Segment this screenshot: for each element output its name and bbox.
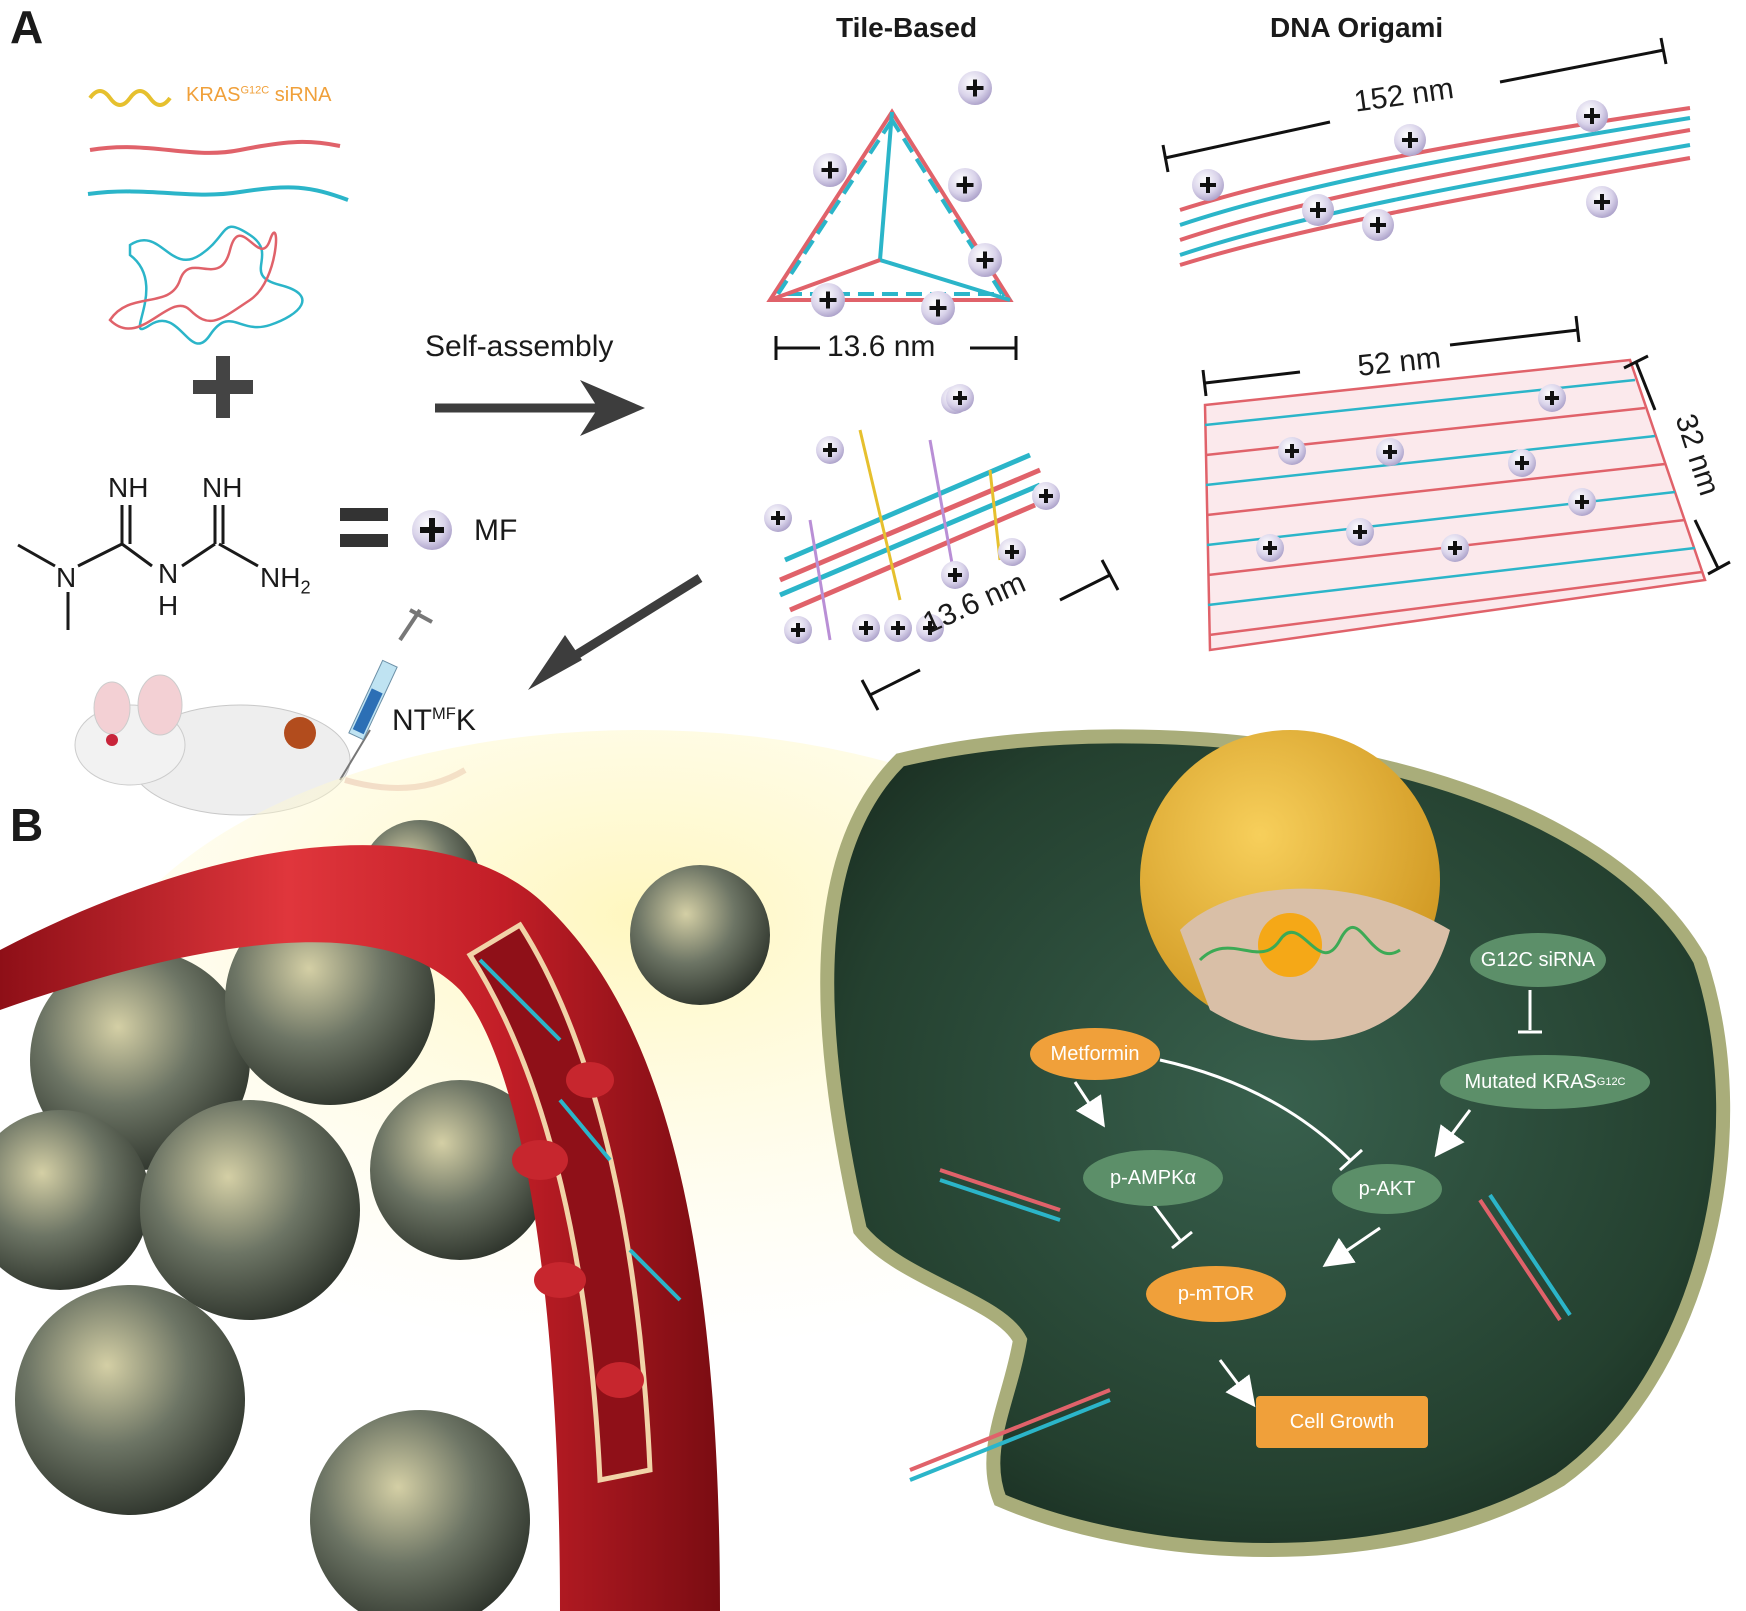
chem-nh-left: NH	[108, 472, 149, 503]
charge-beads	[764, 71, 1618, 644]
panel-label-a: A	[10, 1, 44, 53]
charge-bead	[813, 153, 847, 187]
dna-strand-cyan	[87, 185, 349, 202]
node-p-akt: p-AKT	[1332, 1164, 1442, 1214]
plus-icon	[193, 356, 253, 418]
charge-bead	[946, 384, 974, 412]
chem-nh-right: NH	[202, 472, 243, 503]
charge-bead	[784, 616, 812, 644]
charge-bead	[816, 436, 844, 464]
chem-n: N	[56, 562, 77, 593]
dimension-bar-tube	[1161, 37, 1668, 173]
dimension-bar-sheet-width	[1201, 315, 1581, 397]
charge-bead	[811, 283, 845, 317]
origami-tube-structure	[1179, 106, 1691, 267]
panel-label-b: B	[10, 799, 44, 851]
charge-bead	[958, 71, 992, 105]
dna-strand-red	[89, 139, 341, 155]
charge-bead	[1362, 209, 1394, 241]
charge-bead	[1256, 534, 1284, 562]
injection-label: NTMFK	[392, 704, 476, 737]
sirna-label: KRASG12C siRNA	[186, 84, 332, 106]
charge-bead	[764, 504, 792, 532]
charge-bead	[1192, 169, 1224, 201]
tile-bundle-structure	[779, 429, 1041, 641]
charge-bead	[1278, 437, 1306, 465]
charge-bead	[1394, 124, 1426, 156]
self-assembly-arrow	[435, 380, 645, 436]
chem-h: H	[158, 590, 179, 621]
self-assembly-label: Self-assembly	[425, 330, 614, 363]
scaffold-tangle	[108, 225, 304, 345]
nanostructures-panel-b	[478, 958, 1572, 1482]
charge-bead	[1508, 449, 1536, 477]
header-tile-based: Tile-Based	[836, 12, 978, 43]
equals-icon	[340, 508, 388, 547]
charge-bead	[1441, 534, 1469, 562]
charge-bead	[941, 561, 969, 589]
header-dna-origami: DNA Origami	[1270, 12, 1444, 43]
charge-icon-legend	[412, 510, 452, 550]
charge-bead	[1576, 100, 1608, 132]
chem-nh2: NH2	[260, 562, 311, 598]
charge-bead	[1302, 194, 1334, 226]
charge-bead	[1376, 438, 1404, 466]
charge-bead	[948, 168, 982, 202]
charge-bead	[1032, 482, 1060, 510]
node-cell-growth: Cell Growth	[1256, 1396, 1428, 1448]
charge-bead	[921, 291, 955, 325]
dim-triangle-label: 13.6 nm	[827, 330, 936, 363]
blood-vessel	[0, 845, 720, 1611]
node-p-ampk: p-AMPKα	[1083, 1150, 1223, 1206]
pathway-arrows	[1073, 990, 1542, 1408]
charge-bead	[1538, 384, 1566, 412]
charge-bead	[884, 614, 912, 642]
nucleus	[1140, 730, 1450, 1041]
origami-sheet-structure	[1203, 358, 1707, 652]
injection-arrow	[528, 574, 703, 690]
chem-n-bridge: N	[158, 558, 179, 589]
syringe-icon	[339, 608, 433, 781]
node-metformin: Metformin	[1030, 1028, 1160, 1080]
tetrahedron-structure	[766, 108, 1014, 302]
mf-label: MF	[474, 514, 518, 547]
charge-bead	[1568, 488, 1596, 516]
metformin-structure	[17, 505, 259, 630]
charge-bead	[916, 614, 944, 642]
sirna-strand	[88, 89, 172, 107]
charge-bead	[998, 538, 1026, 566]
charge-bead	[852, 614, 880, 642]
charge-bead	[968, 243, 1002, 277]
mouse-illustration	[74, 674, 467, 816]
charge-bead	[1586, 186, 1618, 218]
charge-bead	[1346, 518, 1374, 546]
node-g12c-sirna: G12C siRNA	[1470, 933, 1606, 987]
dimension-bar-triangle	[774, 336, 1018, 360]
node-p-mtor: p-mTOR	[1146, 1266, 1286, 1322]
dimension-bar-bundle	[860, 559, 1120, 711]
dimension-bar-sheet-height	[1623, 354, 1731, 576]
